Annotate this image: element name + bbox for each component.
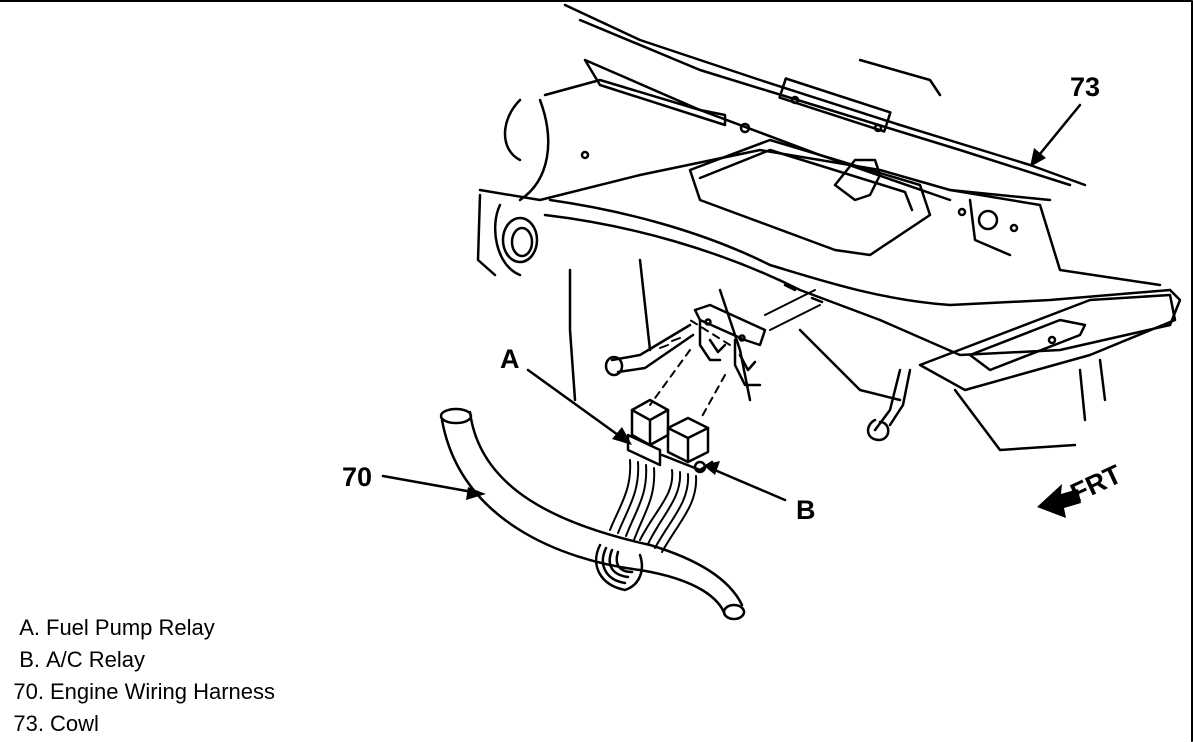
legend-text: Engine Wiring Harness <box>50 679 275 704</box>
legend-item: 70. Engine Wiring Harness <box>0 676 420 708</box>
leader-arrows <box>381 103 1082 502</box>
label-b: B <box>796 495 816 525</box>
arrowhead-b <box>703 461 720 475</box>
alignment-lines <box>649 319 731 421</box>
legend-text: Cowl <box>50 711 99 736</box>
relay-bracket <box>693 283 824 387</box>
legend-key: 73. <box>13 711 44 736</box>
mounting-bolt <box>604 323 695 377</box>
arrowhead-70 <box>466 487 486 500</box>
leader-b <box>708 466 787 502</box>
legend-item: 73. Cowl <box>0 708 420 740</box>
legend-text: A/C Relay <box>46 647 146 672</box>
cowl-opening <box>688 138 932 257</box>
leader-73 <box>1033 103 1082 162</box>
leader-70 <box>381 474 480 495</box>
front-label: FRT <box>1066 459 1127 509</box>
upper-bracket <box>778 77 892 133</box>
legend-key: B. <box>19 647 40 672</box>
cowl-panel <box>476 3 1182 452</box>
label-70: 70 <box>342 462 372 492</box>
leader-a <box>526 368 627 442</box>
legend: A. Fuel Pump Relay B. A/C Relay 70. Engi… <box>0 612 420 740</box>
arrowhead-73 <box>1030 148 1046 167</box>
arrowhead-a <box>612 427 632 445</box>
legend-key: A. <box>19 615 40 640</box>
legend-text: Fuel Pump Relay <box>46 615 215 640</box>
engine-wiring-harness <box>439 407 746 621</box>
label-a: A <box>500 344 520 374</box>
legend-item: B. A/C Relay <box>0 644 420 676</box>
legend-item: A. Fuel Pump Relay <box>0 612 420 644</box>
relay-wires <box>609 459 698 553</box>
label-73: 73 <box>1070 72 1100 102</box>
front-direction-arrow <box>1037 484 1081 518</box>
legend-key: 70. <box>13 679 44 704</box>
ac-relay <box>660 416 714 474</box>
